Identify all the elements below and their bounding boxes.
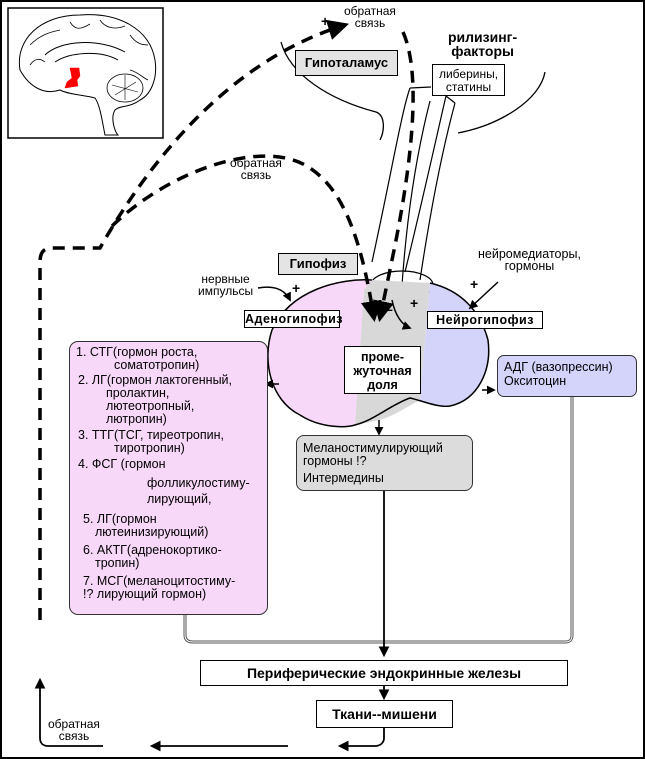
hormone-item-cont: лютропин)	[70, 413, 267, 426]
hormone-item-cont: лютеотропный,	[70, 400, 267, 413]
neuro-hormone-line: АДГ (вазопрессин)	[504, 360, 613, 374]
releasing-factors-line: рилизинг-	[448, 29, 518, 45]
brain-inset	[7, 7, 164, 139]
feedback-label-line: обратная	[230, 156, 282, 170]
hormone-item-cont: тропин)	[70, 557, 267, 570]
hormone-line: тиротропин)	[114, 441, 185, 455]
tissues-out-arrow	[337, 728, 385, 752]
hormone-item-cont: лютеинизирующий)	[70, 526, 267, 539]
hormone-item-cont: !? лирующий гормон)	[70, 588, 267, 601]
nerve-impulses-label: нервные импульсы	[198, 273, 253, 297]
hypophysis-label: Гипофиз	[278, 253, 358, 275]
hormone-line: пролактин,	[106, 386, 170, 400]
intermediate-line: доля	[367, 378, 398, 392]
plus-sign-top: +	[321, 13, 330, 29]
pituitary-outline	[267, 279, 490, 428]
liberins-line: либерины,	[438, 67, 499, 81]
hormone-line: 6. АКТГ(адренокортико-	[83, 543, 222, 557]
hormone-line: лютропин)	[106, 412, 167, 426]
intermediate-line: жуточная	[353, 364, 412, 378]
hormone-item: 1. СТГ(гормон роста,	[70, 346, 267, 359]
hormone-line: тропин)	[95, 556, 140, 570]
intermediate-line: проме-	[360, 350, 405, 364]
hypothalamus-label: Гипоталамус	[295, 50, 398, 76]
feedback-label-bottom: обратная связь	[48, 718, 100, 742]
hormone-item: 3. ТТГ(ТСГ, тиреотропин,	[70, 429, 267, 442]
intermediate-hormone-line: Интермедины	[303, 471, 384, 485]
feedback-label-line: обратная	[48, 717, 100, 731]
hormone-line: 2. ЛГ(гормон лактогенный,	[78, 373, 233, 387]
hormone-item: 5. ЛГ(гормон	[70, 513, 267, 526]
neuro-hormone-line: Окситоцин	[504, 374, 567, 388]
hormone-line: 4. ФСГ (гормон	[78, 457, 166, 471]
hormone-item-cont: фолликулостиму-	[70, 477, 267, 490]
releasing-factors-line: факторы	[451, 43, 514, 59]
intermediate-hormone-line: гормоны !?	[303, 454, 367, 468]
hormone-item: 7. МСГ(меланоцитостиму-	[70, 575, 267, 588]
plus-sign-neuro: +	[470, 276, 479, 292]
neurohypophysis-region	[420, 283, 489, 407]
feedback-dashed-lines	[38, 19, 415, 620]
hypothalamus-outline-right	[457, 71, 546, 134]
plus-sign-intermediate: +	[410, 295, 419, 311]
feedback-label-line: связь	[354, 16, 386, 30]
nerve-impulses-line: импульсы	[198, 284, 254, 298]
feedback-label-line: связь	[240, 168, 272, 182]
hypothalamus-outline-left	[280, 41, 384, 141]
nerve-impulse-arrow	[257, 286, 291, 302]
hormone-line: 7. МСГ(меланоцитостиму-	[83, 574, 236, 588]
plus-sign-nerve: +	[292, 280, 301, 296]
hormone-item-cont: лирующий,	[70, 493, 267, 506]
intermediate-lobe-label: проме- жуточная доля	[344, 346, 421, 394]
neuro-hormones-box: АДГ (вазопрессин) Окситоцин	[497, 355, 637, 397]
intermediate-hormone-line: Меланостимулирующий	[303, 441, 443, 455]
feedback-label-top: обратная связь	[344, 5, 396, 29]
releasing-factors-label: рилизинг- факторы	[448, 30, 517, 58]
intermediate-hormones-box: Меланостимулирующий гормоны !? Интермеди…	[296, 435, 473, 491]
peripheral-glands-box: Периферические эндокринные железы	[200, 660, 568, 686]
hormone-line: 5. ЛГ(гормон	[83, 512, 157, 526]
hormone-item: 4. ФСГ (гормон	[70, 458, 267, 471]
hypothalamus-highlight	[64, 67, 81, 89]
hormone-item-cont: тиротропин)	[70, 442, 267, 455]
neuromediator-arrow	[468, 281, 499, 310]
feedback-label-line: связь	[58, 729, 90, 743]
liberins-statins-box: либерины, статины	[432, 64, 505, 96]
adeno-hormones-box: 1. СТГ(гормон роста, соматотропин) 2. ЛГ…	[69, 341, 268, 615]
neuromediators-line: нейромедиаторы,	[478, 247, 581, 261]
hormone-line: лютеинизирующий)	[95, 525, 209, 539]
feedback-label-line: обратная	[344, 4, 396, 18]
hormone-line: лютеотропный,	[106, 399, 195, 413]
hormone-item: 2. ЛГ(гормон лактогенный,	[70, 374, 267, 387]
solid-arrows	[257, 281, 499, 436]
neurohypophysis-label: Нейрогипофиз	[427, 311, 543, 329]
hormone-item-cont: пролактин,	[70, 387, 267, 400]
pituitary-stalk	[370, 86, 456, 300]
nerve-impulses-line: нервные	[201, 272, 250, 286]
feedback-label-mid: обратная связь	[230, 157, 282, 181]
hormone-line: !? лирующий гормон)	[83, 587, 207, 601]
minus-sign: –	[385, 301, 393, 317]
adenohypophysis-label: Аденогипофиз	[244, 310, 344, 328]
statins-line: статины	[445, 80, 492, 94]
hormone-line: соматотропин)	[114, 358, 200, 372]
hormone-line: 3. ТТГ(ТСГ, тиреотропин,	[78, 428, 224, 442]
neuromediators-label: нейромедиаторы, гормоны	[478, 247, 581, 273]
feedback-up-arrow	[34, 677, 103, 747]
hormone-line: фолликулостиму-	[147, 476, 250, 490]
hormone-item-cont: соматотропин)	[70, 359, 267, 372]
hormone-line: 1. СТГ(гормон роста,	[76, 345, 198, 359]
hormone-line: лирующий,	[147, 492, 212, 506]
hormone-item: 6. АКТГ(адренокортико-	[70, 544, 267, 557]
plus-arrow-intermediate	[391, 299, 412, 330]
hormones-line: гормоны	[504, 259, 555, 273]
target-tissues-box: Ткани--мишени	[316, 700, 453, 728]
